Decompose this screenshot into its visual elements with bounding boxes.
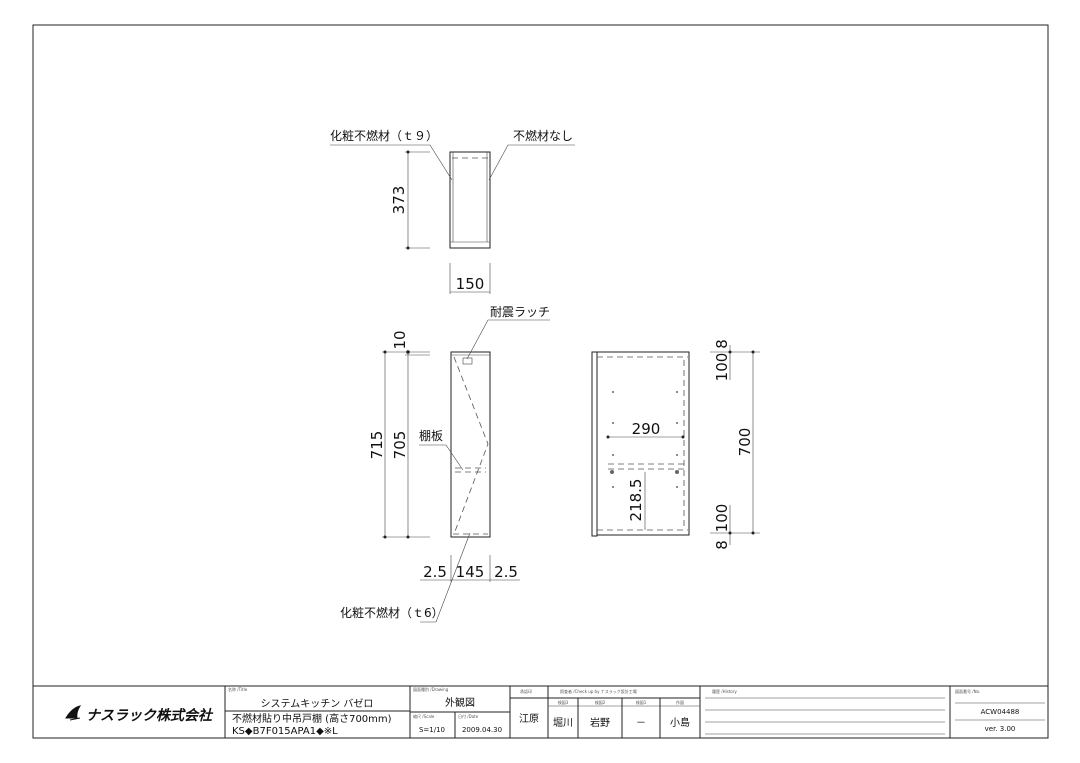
version: ver. 3.00 bbox=[985, 725, 1016, 733]
product-series: システムキッチン バゼロ bbox=[261, 698, 374, 710]
checker-label: 照査者 /Check up by ナスラック設計工場 bbox=[560, 688, 637, 694]
checker-2-label: 検図2 bbox=[595, 699, 606, 705]
label-decorative-nonflammable-t9: 化粧不燃材（ｔ９） bbox=[330, 128, 438, 143]
swallow-logo-icon bbox=[65, 705, 82, 721]
checker-3-label: 検図3 bbox=[558, 699, 569, 705]
date-value: 2009.04.30 bbox=[462, 726, 502, 734]
company-logo: ナスラック株式会社 bbox=[65, 705, 214, 724]
dim-100-bottom: 100 bbox=[713, 504, 731, 533]
drawing-frame bbox=[32, 24, 1049, 739]
approval-label: 承認印 bbox=[520, 688, 532, 694]
front-view: 290 218.5 8 100 700 100 8 bbox=[591, 339, 760, 550]
dim-10: 10 bbox=[391, 330, 409, 349]
checker-2-name: 岩野 bbox=[590, 716, 610, 729]
dim-2-5-left: 2.5 bbox=[423, 563, 447, 581]
drafter-name: 小島 bbox=[670, 716, 690, 729]
dim-2-5-right: 2.5 bbox=[494, 563, 518, 581]
dim-700: 700 bbox=[736, 428, 754, 457]
product-code: KS◆B7F015APA1◆※L bbox=[232, 726, 338, 737]
dim-8-top: 8 bbox=[713, 339, 731, 349]
title-block: ナスラック株式会社 名称 /Title システムキッチン バゼロ 不燃材貼り中吊… bbox=[33, 685, 1048, 738]
label-seismic-latch: 耐震ラッチ bbox=[490, 305, 550, 319]
checker-1-name: － bbox=[636, 718, 646, 729]
dim-373: 373 bbox=[390, 186, 408, 215]
approver-name: 江原 bbox=[519, 713, 539, 725]
checker-1-label: 検図1 bbox=[636, 699, 647, 705]
drawing-type-label: 図面種別 /Drawing bbox=[413, 686, 449, 692]
scale-value: S=1/10 bbox=[419, 726, 445, 734]
company-name: ナスラック株式会社 bbox=[86, 707, 214, 724]
drawing-number: ACW04488 bbox=[981, 708, 1020, 716]
dim-290: 290 bbox=[632, 420, 661, 438]
label-decorative-nonflammable-t6: 化粧不燃材（ｔ6） bbox=[340, 605, 444, 620]
dim-705: 705 bbox=[391, 431, 409, 460]
date-label: 日付 /Date bbox=[458, 713, 479, 719]
side-view: 10 715 705 2.5 145 2.5 耐震ラッチ 棚板 化粧不燃材（ｔ6… bbox=[340, 305, 550, 623]
dim-100-top: 100 bbox=[713, 353, 731, 382]
title-label: 名称 /Title bbox=[228, 686, 248, 692]
dim-715: 715 bbox=[368, 431, 386, 460]
drafter-label: 作図 bbox=[676, 699, 684, 705]
dim-218-5: 218.5 bbox=[627, 479, 645, 522]
label-shelf: 棚板 bbox=[419, 428, 443, 443]
history-label: 履歴 /History bbox=[712, 688, 737, 694]
top-view: 373 150 化粧不燃材（ｔ９） 不燃材なし bbox=[330, 128, 575, 294]
drawing-number-label: 図面番号 /No. bbox=[955, 688, 980, 694]
drawing-type: 外観図 bbox=[445, 696, 475, 709]
dim-145: 145 bbox=[456, 563, 485, 581]
label-no-nonflammable: 不燃材なし bbox=[513, 128, 573, 143]
dim-8-bottom: 8 bbox=[713, 540, 731, 550]
dim-150: 150 bbox=[456, 275, 485, 293]
checker-3-name: 堀川 bbox=[553, 717, 573, 729]
scale-label: 縮尺 /Scale bbox=[413, 713, 435, 719]
product-description: 不燃材貼り中吊戸棚 (高さ700mm) bbox=[232, 712, 392, 725]
